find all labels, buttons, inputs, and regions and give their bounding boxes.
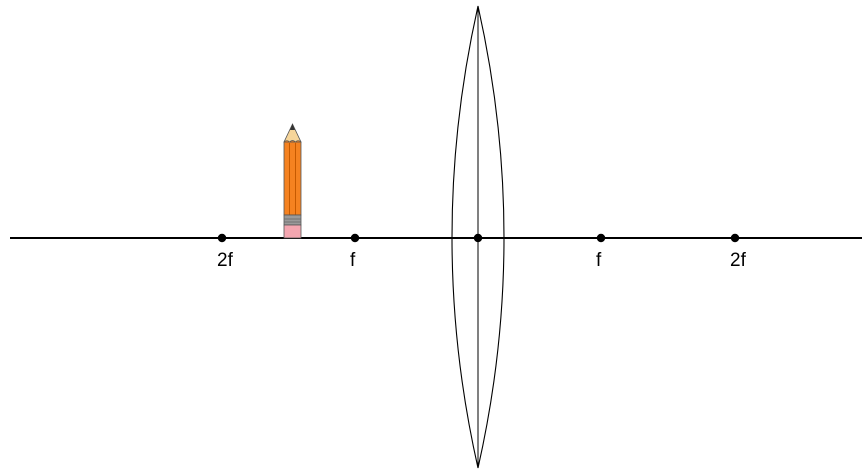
pencil-graphite — [290, 124, 295, 130]
label-left-2f: 2f — [217, 250, 234, 271]
pencil-body — [283, 141, 302, 216]
pencil-ferrule — [283, 214, 302, 226]
point-left-2f — [217, 233, 227, 243]
converging-lens — [451, 5, 505, 469]
lens-center-point — [473, 233, 483, 243]
pencil-object — [283, 123, 302, 239]
label-right-2f: 2f — [730, 250, 747, 271]
point-right-f — [596, 233, 606, 243]
pencil-eraser — [283, 224, 302, 239]
label-left-f: f — [350, 250, 356, 271]
label-right-f: f — [596, 250, 602, 271]
point-left-f — [350, 233, 360, 243]
point-right-2f — [730, 233, 740, 243]
